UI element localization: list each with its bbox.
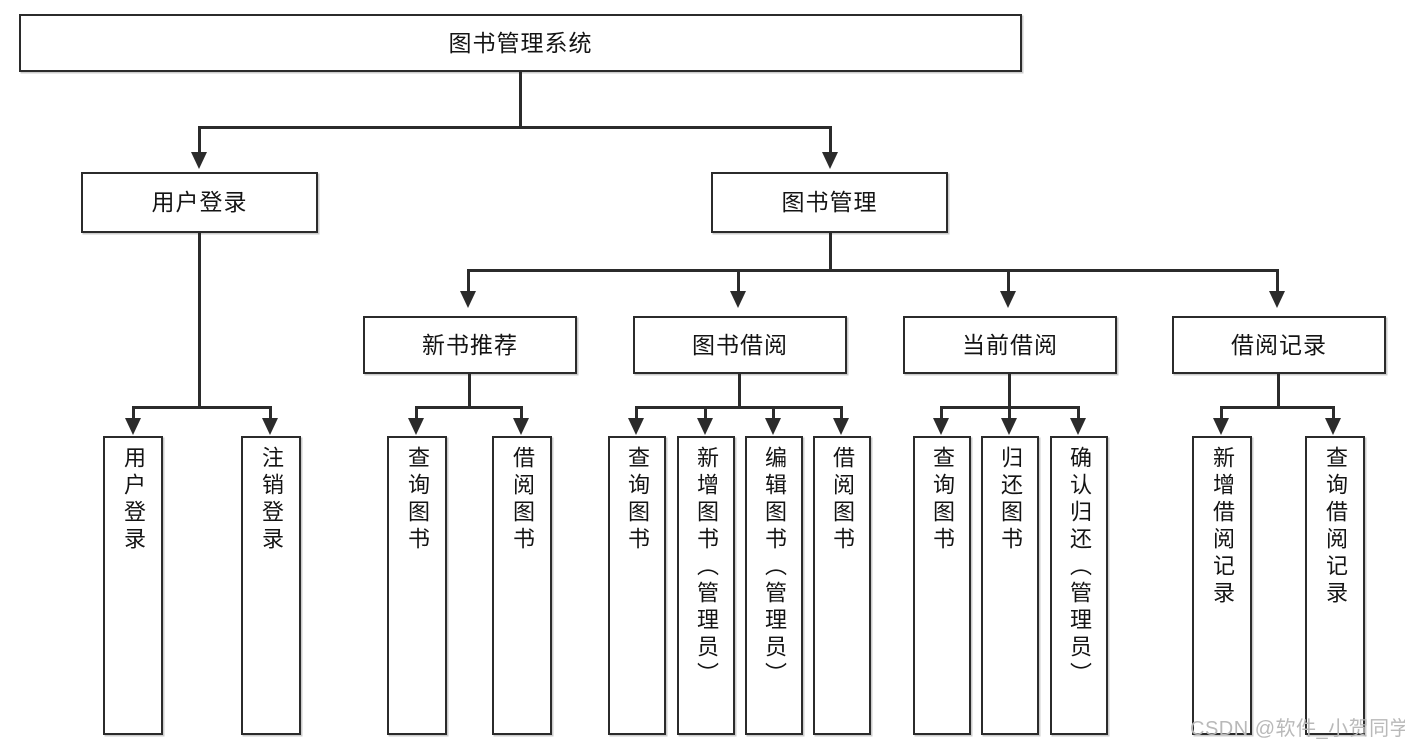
- node-new-book-rec-label: 新书推荐: [422, 331, 518, 358]
- arrow-root-to-user-login: [191, 152, 207, 169]
- arrow-current-borrow-to-leaf-1: [933, 418, 949, 435]
- node-leaf-add-book-label: 新增图书（管理员）: [694, 446, 719, 689]
- node-leaf-logout-label: 注销登录: [259, 446, 284, 554]
- node-borrow-record[interactable]: 借阅记录: [1172, 316, 1386, 374]
- edge-new-book-rec-stem: [468, 374, 471, 408]
- node-borrow-record-label: 借阅记录: [1231, 331, 1327, 358]
- arrow-root-to-book-manage: [822, 152, 838, 169]
- arrow-borrow-record-to-leaf-2: [1325, 418, 1341, 435]
- edge-book-borrow-stem: [738, 374, 741, 408]
- node-leaf-add-record[interactable]: 新增借阅记录: [1192, 436, 1252, 735]
- edge-borrow-record-to-leaf-2: [1332, 406, 1335, 420]
- node-leaf-user-login-label: 用户登录: [121, 446, 146, 554]
- node-root[interactable]: 图书管理系统: [19, 14, 1022, 72]
- arrow-book-borrow-to-leaf-1: [628, 418, 644, 435]
- edge-book-borrow-to-leaf-4: [840, 406, 843, 420]
- arrow-book-manage-to-current-borrow: [1000, 291, 1016, 308]
- arrow-user-login-to-leaf-1: [125, 418, 141, 435]
- edge-book-borrow-to-leaf-1: [635, 406, 638, 420]
- node-user-login[interactable]: 用户登录: [81, 172, 318, 233]
- edge-book-manage-to-current-borrow: [1007, 269, 1010, 293]
- arrow-book-manage-to-new-book-rec: [460, 291, 476, 308]
- node-book-manage[interactable]: 图书管理: [711, 172, 948, 233]
- arrow-book-manage-to-borrow-record: [1269, 291, 1285, 308]
- node-user-login-label: 用户登录: [151, 189, 248, 216]
- arrow-book-borrow-to-leaf-4: [833, 418, 849, 435]
- edge-current-borrow-to-leaf-2: [1008, 406, 1011, 420]
- node-leaf-return-book[interactable]: 归还图书: [981, 436, 1039, 735]
- edge-book-borrow-to-leaf-3: [772, 406, 775, 420]
- node-leaf-query-book-3[interactable]: 查询图书: [913, 436, 971, 735]
- edge-book-manage-to-new-book-rec: [467, 269, 470, 293]
- edge-borrow-record-bus: [1220, 406, 1335, 409]
- edge-book-manage-to-borrow-record: [1276, 269, 1279, 293]
- arrow-book-borrow-to-leaf-2: [697, 418, 713, 435]
- edge-current-borrow-to-leaf-3: [1077, 406, 1080, 420]
- edge-root-to-book-manage: [829, 126, 832, 154]
- arrow-new-book-rec-to-leaf-1: [408, 418, 424, 435]
- edge-user-login-bus: [132, 406, 272, 409]
- node-leaf-borrow-book-1-label: 借阅图书: [510, 446, 535, 554]
- node-leaf-query-book-1[interactable]: 查询图书: [387, 436, 447, 735]
- node-leaf-user-login[interactable]: 用户登录: [103, 436, 163, 735]
- node-leaf-query-book-3-label: 查询图书: [930, 446, 955, 554]
- node-current-borrow-label: 当前借阅: [962, 331, 1058, 358]
- edge-user-login-to-leaf-1: [132, 406, 135, 420]
- edge-new-book-rec-to-leaf-2: [520, 406, 523, 420]
- node-root-label: 图书管理系统: [448, 29, 593, 56]
- node-leaf-logout[interactable]: 注销登录: [241, 436, 301, 735]
- arrow-book-manage-to-book-borrow: [730, 291, 746, 308]
- node-leaf-query-book-2[interactable]: 查询图书: [608, 436, 666, 735]
- edge-root-stem: [519, 72, 522, 128]
- edge-current-borrow-to-leaf-1: [940, 406, 943, 420]
- node-leaf-query-book-1-label: 查询图书: [405, 446, 430, 554]
- node-leaf-query-record[interactable]: 查询借阅记录: [1305, 436, 1365, 735]
- node-leaf-confirm-return[interactable]: 确认归还（管理员）: [1050, 436, 1108, 735]
- node-leaf-borrow-book-2[interactable]: 借阅图书: [813, 436, 871, 735]
- edge-root-bus: [198, 126, 832, 129]
- edge-borrow-record-to-leaf-1: [1220, 406, 1223, 420]
- arrow-current-borrow-to-leaf-2: [1001, 418, 1017, 435]
- node-leaf-query-record-label: 查询借阅记录: [1323, 446, 1348, 608]
- arrow-user-login-to-leaf-2: [262, 418, 278, 435]
- edge-current-borrow-stem: [1008, 374, 1011, 408]
- node-leaf-borrow-book-1[interactable]: 借阅图书: [492, 436, 552, 735]
- node-book-borrow[interactable]: 图书借阅: [633, 316, 847, 374]
- node-book-manage-label: 图书管理: [781, 189, 878, 216]
- edge-book-borrow-bus: [635, 406, 843, 409]
- node-leaf-edit-book-label: 编辑图书（管理员）: [762, 446, 787, 689]
- arrow-current-borrow-to-leaf-3: [1070, 418, 1086, 435]
- edge-book-manage-stem: [829, 233, 832, 271]
- arrow-new-book-rec-to-leaf-2: [513, 418, 529, 435]
- edge-user-login-stem: [198, 233, 201, 408]
- node-new-book-rec[interactable]: 新书推荐: [363, 316, 577, 374]
- edge-new-book-rec-to-leaf-1: [415, 406, 418, 420]
- node-leaf-add-record-label: 新增借阅记录: [1210, 446, 1235, 608]
- node-leaf-confirm-return-label: 确认归还（管理员）: [1067, 446, 1092, 689]
- node-leaf-add-book[interactable]: 新增图书（管理员）: [677, 436, 735, 735]
- arrow-book-borrow-to-leaf-3: [765, 418, 781, 435]
- node-leaf-return-book-label: 归还图书: [998, 446, 1023, 554]
- edge-borrow-record-stem: [1277, 374, 1280, 408]
- node-leaf-borrow-book-2-label: 借阅图书: [830, 446, 855, 554]
- node-leaf-edit-book[interactable]: 编辑图书（管理员）: [745, 436, 803, 735]
- edge-new-book-rec-bus: [415, 406, 523, 409]
- edge-book-manage-to-book-borrow: [737, 269, 740, 293]
- node-leaf-query-book-2-label: 查询图书: [625, 446, 650, 554]
- edge-root-to-user-login: [198, 126, 201, 154]
- edge-book-borrow-to-leaf-2: [704, 406, 707, 420]
- arrow-borrow-record-to-leaf-1: [1213, 418, 1229, 435]
- node-book-borrow-label: 图书借阅: [692, 331, 788, 358]
- edge-user-login-to-leaf-2: [269, 406, 272, 420]
- edge-book-manage-bus: [467, 269, 1279, 272]
- node-current-borrow[interactable]: 当前借阅: [903, 316, 1117, 374]
